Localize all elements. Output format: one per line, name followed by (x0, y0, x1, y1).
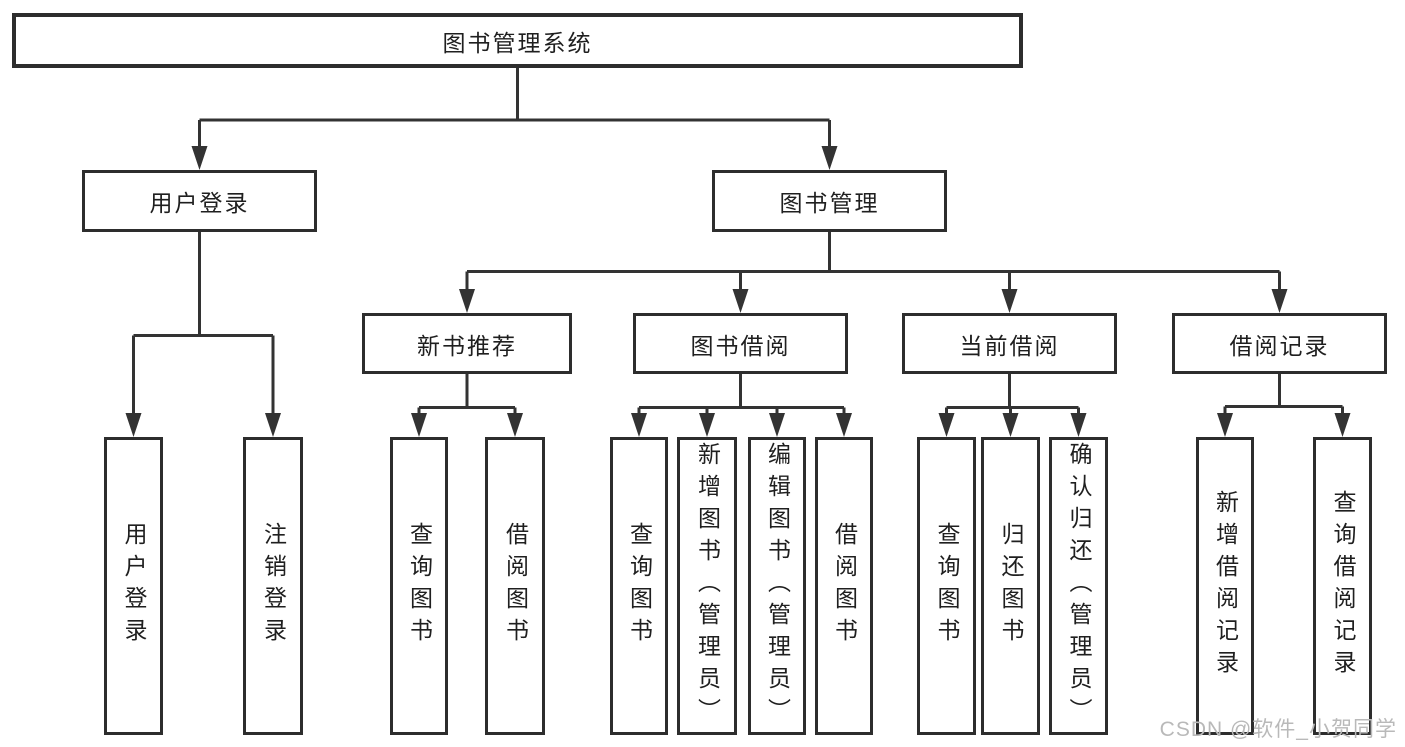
arrow-down-icon (938, 413, 955, 437)
arrow-down-icon (769, 413, 785, 437)
leaf-user-login: 用户登录 (104, 437, 163, 735)
leaf-edit-book-admin: 编辑图书（管理员） (748, 437, 806, 735)
leaf-return-book-label: 归还图书 (998, 522, 1024, 650)
node-book-borrow-label: 图书借阅 (690, 332, 791, 359)
arrowheads (125, 146, 1351, 437)
node-root-system: 图书管理系统 (12, 13, 1023, 68)
node-current-borrow-label: 当前借阅 (959, 332, 1060, 359)
leaf-borrow-query-book-label: 查询图书 (626, 522, 653, 650)
arrow-down-icon (265, 413, 281, 437)
leaf-current-query-book-label: 查询图书 (934, 522, 960, 650)
connector-lines (132, 68, 1344, 413)
node-book-management-label: 图书管理 (779, 190, 880, 216)
arrow-down-icon (125, 413, 142, 437)
leaf-borrow-query-book: 查询图书 (610, 437, 668, 735)
arrow-down-icon (699, 413, 715, 437)
leaf-borrow-book-label: 借阅图书 (831, 522, 858, 650)
arrow-down-icon (1271, 289, 1288, 313)
connector-newbooks-to-leaves (417, 374, 517, 413)
arrow-down-icon (411, 413, 427, 437)
leaf-newrec-query-book: 查询图书 (390, 437, 448, 735)
arrow-down-icon (507, 413, 523, 437)
connector-bookmgmt-to-level3 (465, 232, 1281, 289)
leaf-user-login-label: 用户登录 (121, 522, 147, 650)
leaf-edit-book-admin-label: 编辑图书（管理员） (764, 442, 791, 730)
leaf-add-book-admin-label: 新增图书（管理员） (694, 442, 721, 730)
leaf-add-borrow-record: 新增借阅记录 (1196, 437, 1254, 735)
arrow-down-icon (821, 146, 838, 170)
node-root-label: 图书管理系统 (442, 29, 593, 56)
leaf-logout-label: 注销登录 (260, 522, 287, 650)
node-new-book-recommend-label: 新书推荐 (417, 332, 517, 359)
leaf-add-book-admin: 新增图书（管理员） (677, 437, 737, 735)
node-new-book-recommend: 新书推荐 (362, 313, 572, 374)
arrow-down-icon (1001, 289, 1018, 313)
leaf-query-borrow-record: 查询借阅记录 (1313, 437, 1372, 735)
node-user-login-label: 用户登录 (149, 190, 250, 216)
arrow-down-icon (1217, 413, 1233, 437)
leaf-query-borrow-record-label: 查询借阅记录 (1330, 490, 1356, 682)
leaf-logout: 注销登录 (243, 437, 303, 735)
leaf-confirm-return-admin: 确认归还（管理员） (1049, 437, 1108, 735)
node-book-management: 图书管理 (712, 170, 947, 232)
leaf-newrec-query-book-label: 查询图书 (406, 522, 433, 650)
arrow-down-icon (1002, 413, 1019, 437)
leaf-newrec-borrow-book-label: 借阅图书 (502, 522, 529, 650)
node-book-borrow: 图书借阅 (633, 313, 848, 374)
node-user-login: 用户登录 (82, 170, 317, 232)
connector-current-to-leaves (945, 374, 1080, 413)
arrow-down-icon (1070, 413, 1087, 437)
arrow-down-icon (631, 413, 647, 437)
csdn-watermark: CSDN @软件_小贺同学 (1159, 718, 1397, 741)
leaf-return-book: 归还图书 (981, 437, 1040, 735)
arrow-down-icon (459, 289, 475, 313)
node-borrow-records: 借阅记录 (1172, 313, 1387, 374)
connector-login-to-leaves (132, 232, 275, 413)
leaf-add-borrow-record-label: 新增借阅记录 (1212, 490, 1239, 682)
leaf-confirm-return-admin-label: 确认归还（管理员） (1066, 442, 1092, 730)
arrow-down-icon (836, 413, 852, 437)
arrow-down-icon (1334, 413, 1351, 437)
leaf-borrow-book: 借阅图书 (815, 437, 873, 735)
connector-root-to-level2 (198, 68, 831, 146)
leaf-current-query-book: 查询图书 (917, 437, 976, 735)
node-current-borrow: 当前借阅 (902, 313, 1117, 374)
node-borrow-records-label: 借阅记录 (1229, 332, 1330, 359)
connector-records-to-leaves (1223, 374, 1344, 413)
arrow-down-icon (732, 289, 749, 313)
arrow-down-icon (191, 146, 208, 170)
leaf-newrec-borrow-book: 借阅图书 (485, 437, 545, 735)
connector-borrow-to-leaves (637, 374, 846, 413)
